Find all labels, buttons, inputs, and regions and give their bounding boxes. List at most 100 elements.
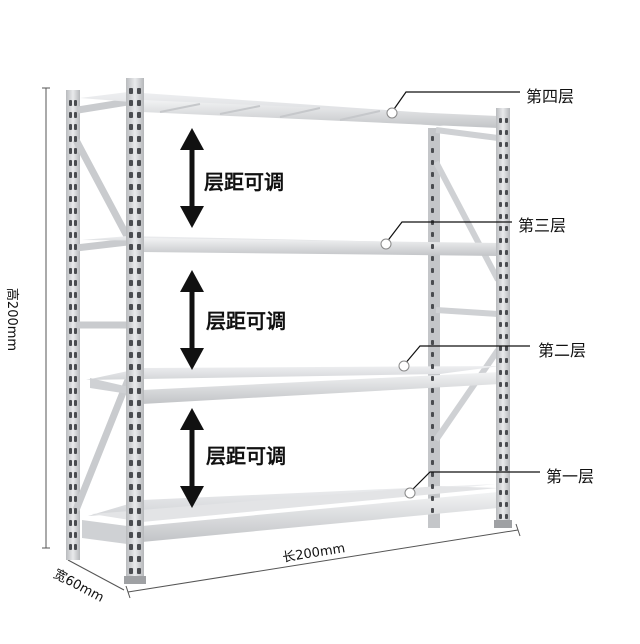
side-braces-left — [72, 98, 132, 512]
slot-hole — [69, 112, 72, 118]
slot-hole — [505, 334, 508, 339]
slot-hole — [69, 400, 72, 406]
slot-hole — [137, 304, 141, 310]
label-fourth-shelf: 第四层 — [526, 87, 575, 106]
slot-hole — [74, 400, 77, 406]
slot-hole — [137, 472, 141, 478]
slot-hole — [69, 340, 72, 346]
slot-hole — [505, 190, 508, 195]
slot-hole — [129, 232, 133, 238]
slot-hole — [137, 208, 141, 214]
slot-hole — [129, 544, 133, 550]
slot-hole — [129, 100, 133, 106]
slot-hole — [69, 424, 72, 430]
slot-hole — [431, 184, 434, 189]
slot-hole — [499, 490, 502, 495]
slot-hole — [74, 160, 77, 166]
slot-hole — [69, 544, 72, 550]
slot-hole — [74, 484, 77, 490]
slot-hole — [137, 244, 141, 250]
slot-hole — [505, 394, 508, 399]
slot-hole — [137, 340, 141, 346]
slot-hole — [129, 124, 133, 130]
spacing-label-top: 层距可调 — [204, 170, 284, 194]
slot-hole — [74, 100, 77, 106]
slot-hole — [74, 460, 77, 466]
slot-hole — [74, 328, 77, 334]
slot-hole — [137, 112, 141, 118]
slot-hole — [74, 244, 77, 250]
slot-hole — [505, 490, 508, 495]
slot-hole — [74, 340, 77, 346]
slot-hole — [74, 208, 77, 214]
slot-hole — [505, 250, 508, 255]
slot-hole — [129, 196, 133, 202]
slot-hole — [499, 262, 502, 267]
slot-hole — [69, 184, 72, 190]
slot-hole — [129, 448, 133, 454]
slot-hole — [74, 112, 77, 118]
callout-leaders — [385, 91, 540, 493]
slot-hole — [129, 424, 133, 430]
slot-hole — [137, 544, 141, 550]
slot-hole — [431, 208, 434, 213]
slot-hole — [129, 160, 133, 166]
slot-hole — [499, 442, 502, 447]
slot-hole — [74, 280, 77, 286]
slot-hole — [69, 412, 72, 418]
slot-hole — [499, 502, 502, 507]
slot-hole — [69, 280, 72, 286]
slot-hole — [499, 130, 502, 135]
slot-hole — [137, 88, 141, 94]
slot-hole — [69, 220, 72, 226]
slot-hole — [431, 508, 434, 513]
slot-hole — [505, 310, 508, 315]
slot-hole — [137, 220, 141, 226]
slot-hole — [129, 400, 133, 406]
slot-hole — [69, 196, 72, 202]
slot-hole — [129, 340, 133, 346]
slot-hole — [137, 184, 141, 190]
slot-hole — [505, 454, 508, 459]
slot-hole — [137, 484, 141, 490]
slot-hole — [129, 412, 133, 418]
slot-hole — [499, 202, 502, 207]
slot-hole — [69, 148, 72, 154]
slot-hole — [505, 418, 508, 423]
slot-hole — [431, 388, 434, 393]
upright-slot-holes — [69, 88, 508, 574]
slot-hole — [137, 268, 141, 274]
slot-hole — [129, 352, 133, 358]
slot-hole — [74, 196, 77, 202]
slot-hole — [137, 256, 141, 262]
slot-hole — [137, 136, 141, 142]
slot-hole — [129, 112, 133, 118]
slot-hole — [431, 460, 434, 465]
slot-hole — [137, 316, 141, 322]
slot-hole — [69, 520, 72, 526]
slot-hole — [499, 370, 502, 375]
slot-hole — [137, 364, 141, 370]
slot-hole — [69, 496, 72, 502]
slot-hole — [137, 508, 141, 514]
slot-hole — [74, 316, 77, 322]
slot-hole — [431, 400, 434, 405]
slot-hole — [505, 442, 508, 447]
slot-hole — [129, 556, 133, 562]
slot-hole — [505, 202, 508, 207]
slot-hole — [499, 154, 502, 159]
slot-hole — [431, 448, 434, 453]
slot-hole — [69, 304, 72, 310]
slot-hole — [499, 178, 502, 183]
spacing-label-middle: 层距可调 — [206, 309, 286, 333]
slot-hole — [137, 412, 141, 418]
slot-hole — [69, 532, 72, 538]
slot-hole — [69, 160, 72, 166]
slot-hole — [431, 196, 434, 201]
slot-hole — [129, 208, 133, 214]
slot-hole — [69, 352, 72, 358]
slot-hole — [74, 184, 77, 190]
slot-hole — [499, 418, 502, 423]
slot-hole — [69, 100, 72, 106]
